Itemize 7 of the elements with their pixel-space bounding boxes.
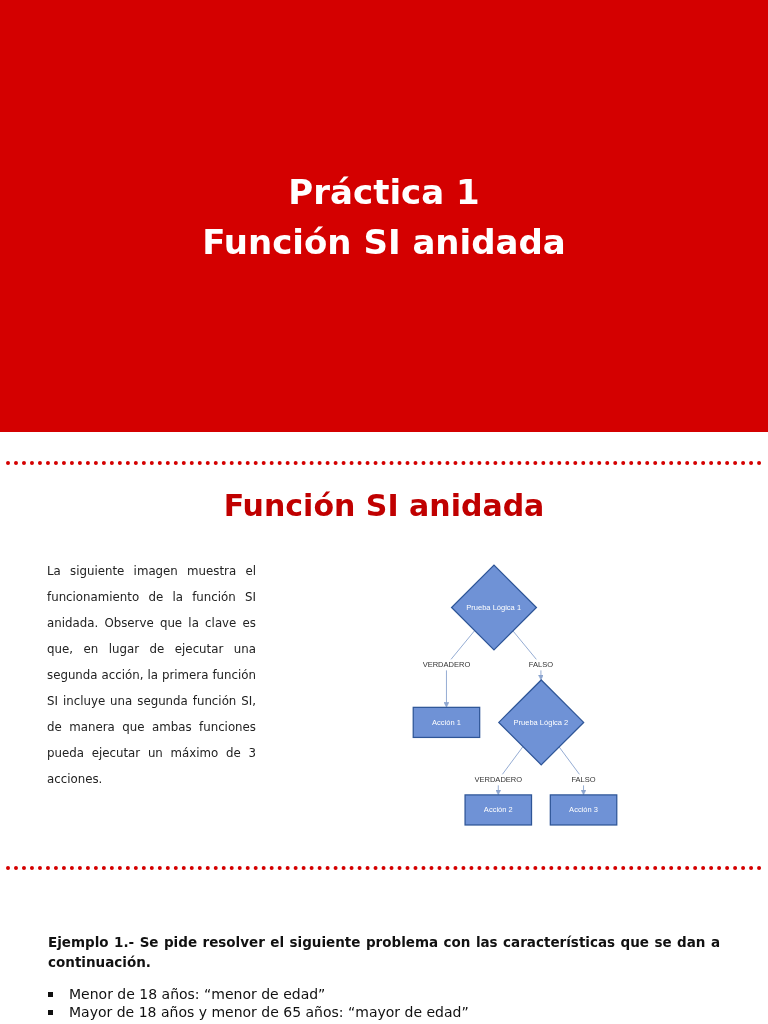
example-text: Ejemplo 1.- Se pide resolver el siguiente problema con las características que se dan a continuación.	[48, 933, 720, 972]
bullet-text: Menor de 18 años: “menor de edad”	[69, 985, 326, 1003]
section-heading: Función SI anidada	[222, 488, 546, 523]
slide-title: Práctica 1	[287, 172, 481, 212]
paragraph: La siguiente imagen muestra el funcionamiento de la función SI anidada. Observe que la clave es que, en lugar de ejecutar una segunda acción, la primera función SI incluye una segunda función SI, de manera que ambas funciones pueda ejecutar un máximo de 3 acciones.	[47, 563, 256, 788]
slide-title: Función SI anidada	[201, 222, 567, 262]
bullet-text: Mayor de 18 años y menor de 65 años: “mayor de edad”	[69, 1003, 469, 1021]
